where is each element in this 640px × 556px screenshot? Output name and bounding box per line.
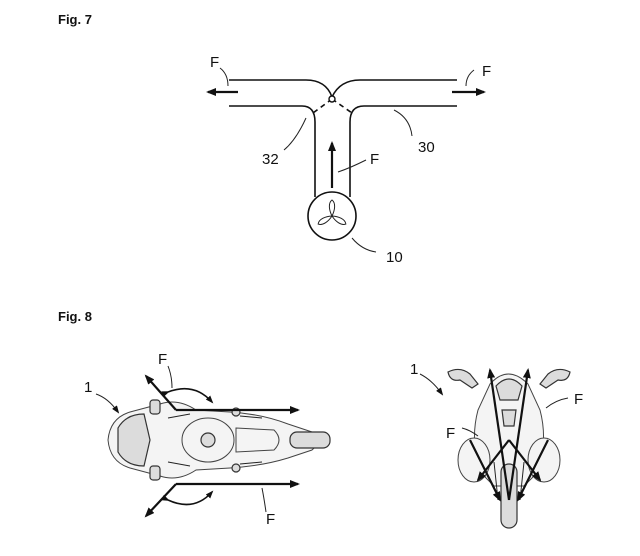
tank-cap: [200, 432, 216, 448]
leader-side-vehicle: [95, 393, 120, 414]
ref-duct: 30: [418, 139, 435, 156]
ref-force-center: F: [370, 151, 379, 168]
rear-wheel: [289, 431, 331, 449]
flap-left: [312, 98, 333, 114]
duct-bottom-left-wall: [229, 105, 316, 197]
front-thrust-arrow-left-down: [476, 439, 510, 482]
fan-circle: [307, 191, 357, 241]
headlight: [501, 409, 517, 427]
left-side-pod: [457, 437, 491, 483]
ref-side-force-top: F: [158, 351, 167, 368]
ref-front-force-right: F: [574, 391, 583, 408]
fig7-label: Fig. 7: [58, 12, 92, 27]
leader-force-right: [465, 69, 475, 87]
leader-fan: [351, 237, 377, 253]
right-side-pod: [527, 437, 561, 483]
thrust-arrow-bottom-angled: [144, 483, 177, 518]
leader-front-force-right: [545, 397, 569, 409]
leader-front-vehicle: [419, 373, 444, 396]
swivel-arc-top: [161, 387, 214, 404]
leader-side-force-top: [167, 365, 173, 389]
foot-peg-right: [231, 463, 241, 473]
fan-icon: [317, 199, 347, 225]
ref-side-vehicle: 1: [84, 379, 92, 396]
ref-force-right: F: [482, 63, 491, 80]
thrust-arrow-top-angled: [144, 374, 177, 411]
leader-force-center: [337, 159, 367, 173]
duct-top-right-wall: [331, 79, 457, 98]
front-right-mirror: [539, 368, 571, 389]
ref-junction: 32: [262, 151, 279, 168]
duct-top-left-wall: [229, 79, 333, 98]
flap-right: [331, 98, 353, 114]
swivel-arc-bottom: [161, 490, 214, 506]
front-thrust-arrow-left-up: [487, 368, 511, 501]
pivot-point: [328, 95, 336, 103]
front-thrust-arrow-right-down: [508, 439, 542, 482]
leader-junction: [283, 117, 307, 151]
fig8-side-view: 1 F F: [84, 351, 331, 528]
seat: [235, 427, 280, 453]
duct-bottom-right-wall: [349, 105, 457, 197]
windscreen: [495, 378, 523, 401]
front-thrust-arrow-right-cross: [517, 439, 549, 502]
leader-force-left: [219, 67, 229, 87]
body-details: [167, 413, 263, 467]
ref-side-force-bottom: F: [266, 511, 275, 528]
fig8-front-view: 1 F F: [410, 361, 583, 529]
fig8-label: Fig. 8: [58, 309, 92, 324]
front-thrust-arrow-left-cross: [469, 439, 501, 502]
front-fairing: [117, 413, 151, 467]
ref-fan: 10: [386, 249, 403, 266]
front-thrust-arrow-right-up: [507, 368, 531, 501]
front-left-mirror: [447, 368, 479, 389]
ref-front-force-left: F: [446, 425, 455, 442]
leader-front-force-left: [461, 427, 479, 437]
leader-duct: [393, 109, 413, 137]
left-mirror: [149, 399, 161, 415]
leader-side-force-bottom: [261, 487, 267, 513]
ref-front-vehicle: 1: [410, 361, 418, 378]
ref-force-left: F: [210, 54, 219, 71]
right-mirror: [149, 465, 161, 481]
fig7-diagram: F F F 32 30 10: [206, 54, 491, 266]
